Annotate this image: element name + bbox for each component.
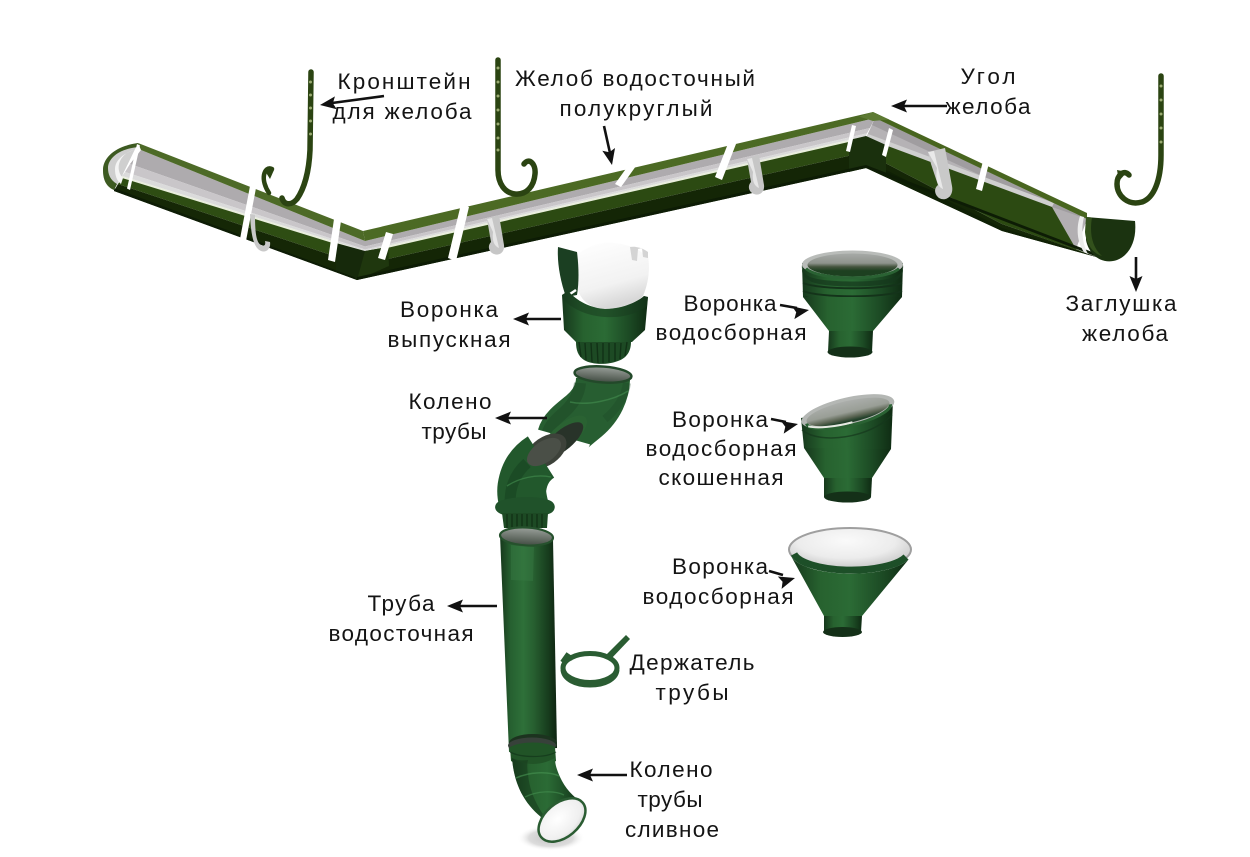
svg-text:Труба: Труба bbox=[368, 591, 435, 616]
svg-text:Кронштейн: Кронштейн bbox=[338, 69, 471, 94]
svg-text:Угол: Угол bbox=[961, 64, 1016, 89]
svg-text:Заглушка: Заглушка bbox=[1066, 291, 1177, 316]
svg-text:скошенная: скошенная bbox=[659, 465, 784, 490]
svg-text:водосточная: водосточная bbox=[329, 621, 474, 646]
svg-text:желоба: желоба bbox=[946, 94, 1031, 119]
svg-text:трубы: трубы bbox=[638, 787, 703, 812]
svg-text:выпускная: выпускная bbox=[388, 327, 511, 352]
svg-text:Воронка: Воронка bbox=[400, 297, 498, 322]
svg-text:для желоба: для желоба bbox=[333, 99, 472, 124]
svg-text:трубы: трубы bbox=[422, 419, 487, 444]
svg-text:Колено: Колено bbox=[409, 389, 492, 414]
svg-text:полукруглый: полукруглый bbox=[560, 96, 713, 121]
svg-text:Держатель: Держатель bbox=[630, 650, 755, 675]
svg-text:Воронка: Воронка bbox=[684, 291, 777, 316]
svg-text:Воронка: Воронка bbox=[672, 554, 768, 579]
svg-text:водосборная: водосборная bbox=[646, 436, 797, 461]
svg-text:Желоб водосточный: Желоб водосточный bbox=[515, 66, 755, 91]
svg-text:трубы: трубы bbox=[656, 680, 729, 705]
svg-text:водосборная: водосборная bbox=[643, 584, 794, 609]
svg-text:сливное: сливное bbox=[625, 817, 719, 842]
svg-text:желоба: желоба bbox=[1082, 321, 1168, 346]
svg-text:водосборная: водосборная bbox=[656, 320, 807, 345]
svg-text:Колено: Колено bbox=[630, 757, 713, 782]
svg-text:Воронка: Воронка bbox=[672, 407, 768, 432]
